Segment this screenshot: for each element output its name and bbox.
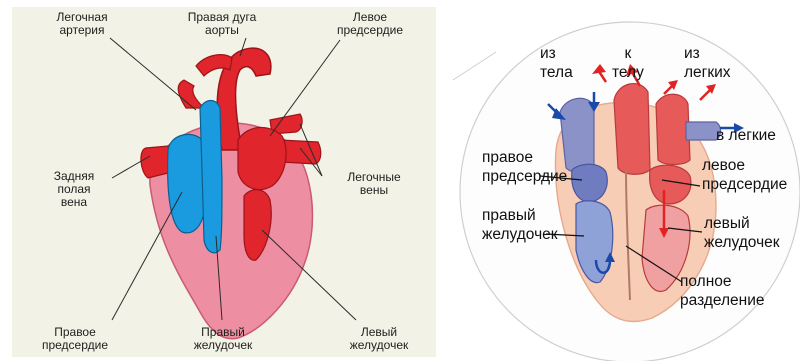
conus-arteriosus (200, 101, 222, 253)
label-right-ventricle-r: правый желудочек (482, 206, 558, 244)
label-right-aortic-arch: Правая дуга аорты (174, 11, 270, 37)
label-right-atrium-r: правое предсердие (482, 148, 567, 186)
label-right-ventricle: Правый желудочек (180, 326, 266, 352)
label-left-ventricle: Левый желудочек (336, 326, 422, 352)
left-heart-illustration (110, 38, 356, 339)
left-atrium-chamber (650, 165, 691, 204)
label-to-lungs: в легкие (716, 126, 776, 145)
label-pulmonary-artery: Легочная артерия (42, 11, 122, 37)
label-from-lungs: из легких (684, 44, 731, 82)
right-atrium-chamber (168, 134, 207, 232)
label-left-atrium: Левое предсердие (328, 11, 412, 37)
label-posterior-vena-cava: Задняя полая вена (40, 170, 108, 209)
label-from-body: из тела (540, 44, 573, 82)
magnifier-pointer-line (453, 52, 496, 80)
label-full-septum: полное разделение (680, 272, 765, 310)
right-atrium-chamber (572, 164, 608, 202)
label-left-atrium-r: левое предсердие (702, 156, 787, 194)
label-pulmonary-veins: Легочные вены (334, 171, 414, 197)
pulmonary-artery-vessel (178, 80, 204, 108)
aorta-vessel (614, 84, 650, 175)
label-right-atrium: Правое предсердие (30, 326, 120, 352)
pulmonary-vein-vessel (656, 94, 690, 164)
label-to-body: к телу (612, 44, 644, 82)
label-left-ventricle-r: левый желудочек (704, 214, 780, 252)
